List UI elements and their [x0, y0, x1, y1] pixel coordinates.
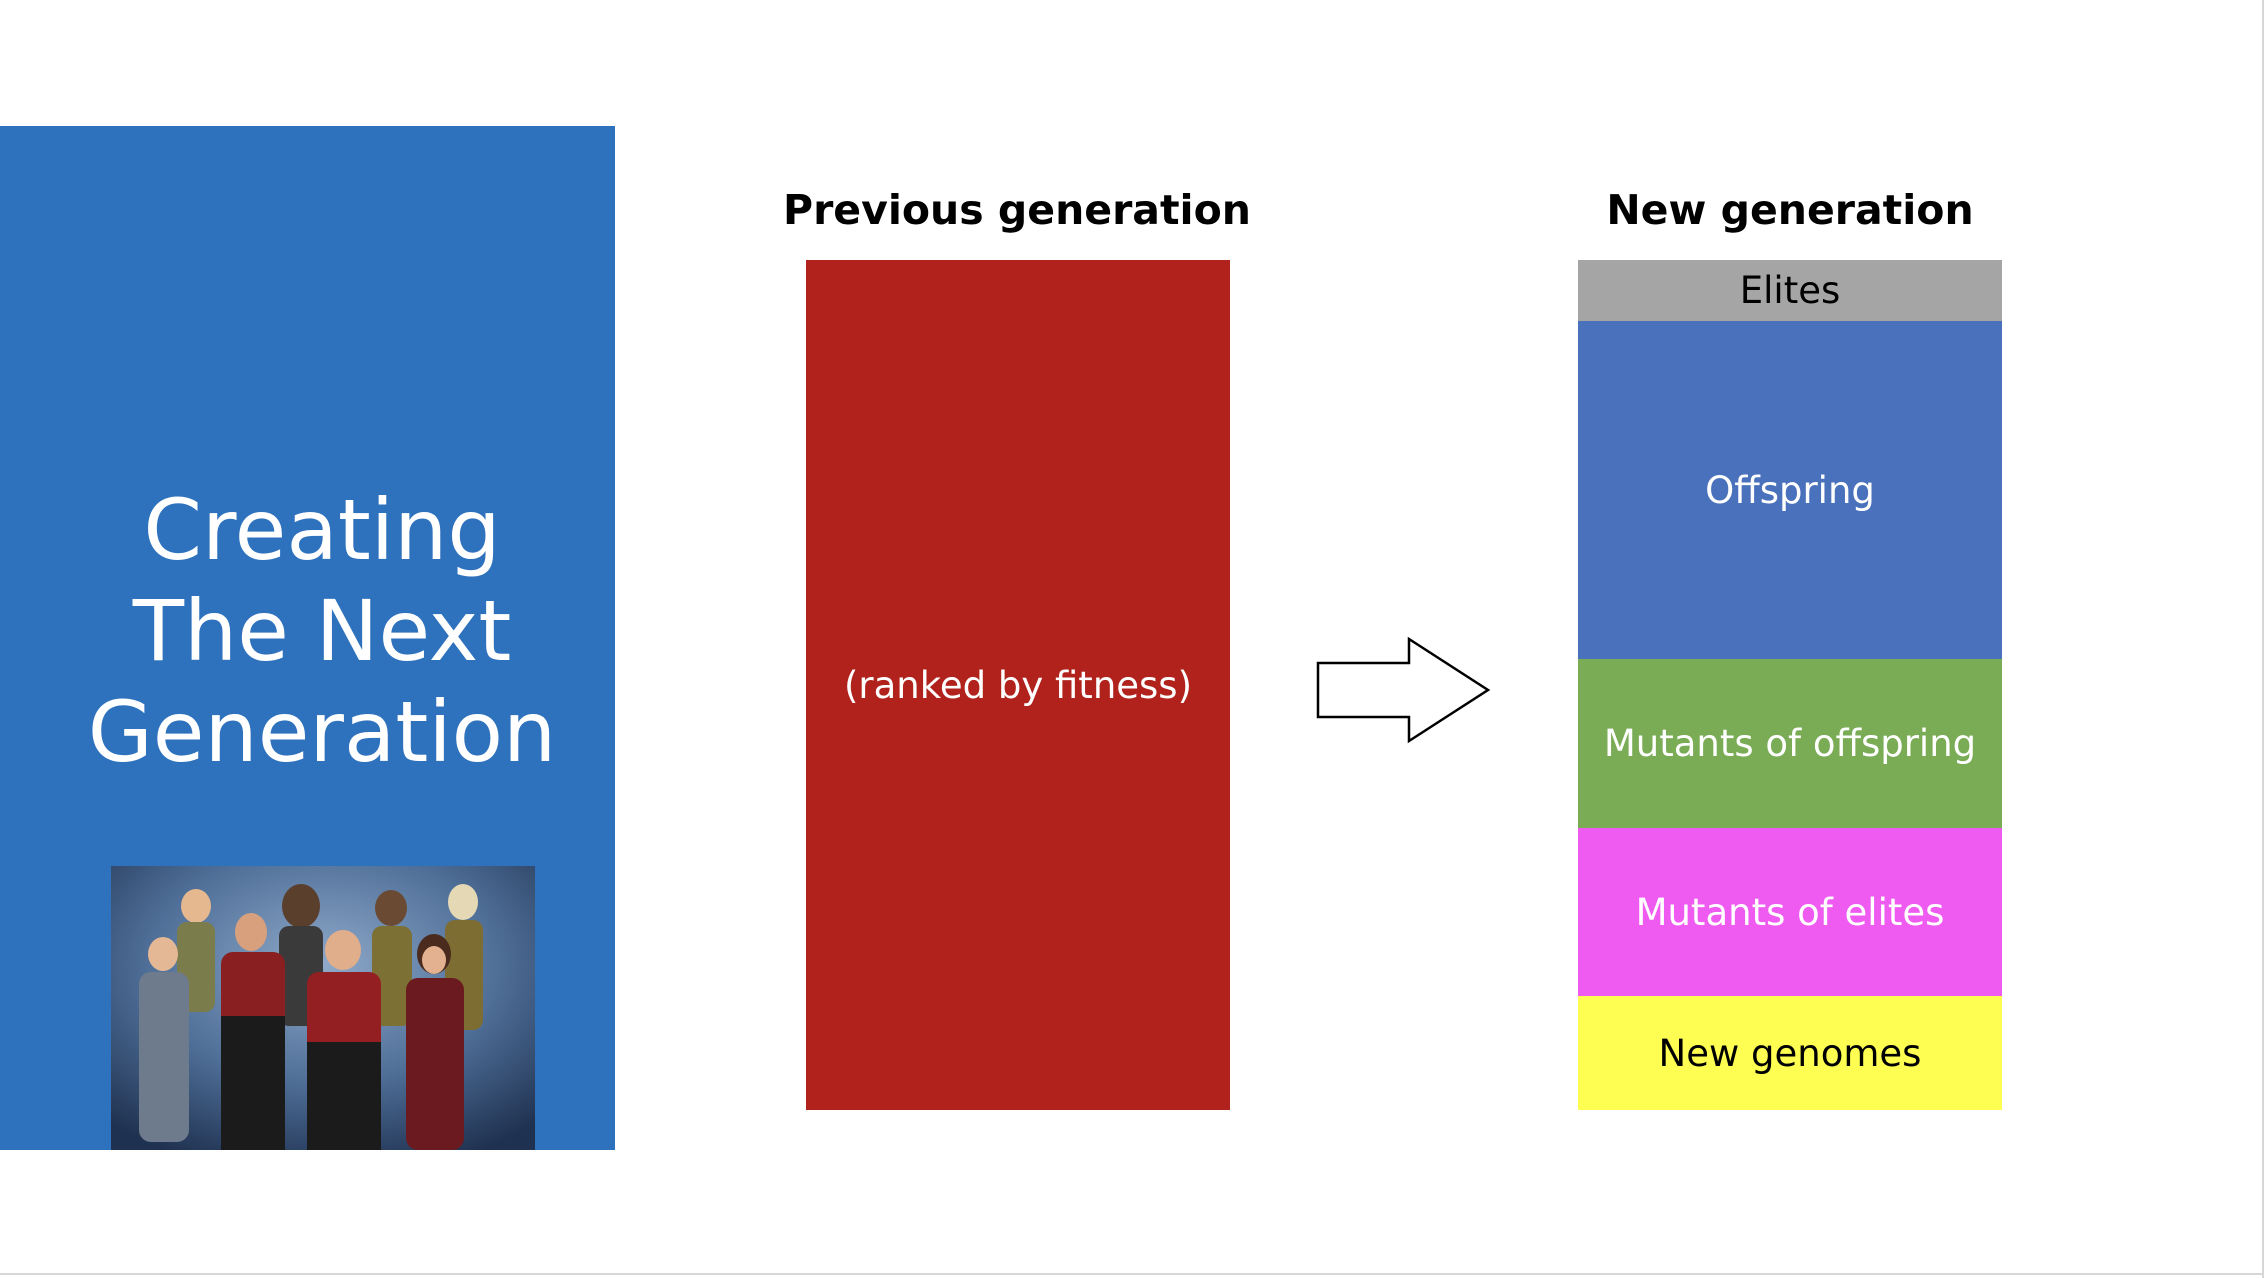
segment-mutants-of-elites: Mutants of elites — [1578, 828, 2002, 996]
previous-generation-label: (ranked by fitness) — [843, 663, 1193, 707]
previous-generation-title: Previous generation — [783, 186, 1251, 234]
new-generation-stack: Elites Offspring Mutants of offspring Mu… — [1578, 260, 2002, 1110]
slide-right-border — [2262, 0, 2264, 1278]
new-generation-title: New generation — [1606, 186, 1974, 234]
segment-mutants-of-elites-label: Mutants of elites — [1635, 890, 1945, 934]
right-arrow-icon — [1316, 636, 1492, 744]
segment-new-genomes: New genomes — [1578, 996, 2002, 1110]
segment-elites: Elites — [1578, 260, 2002, 321]
previous-generation-block: (ranked by fitness) — [806, 260, 1230, 1110]
slide-bottom-border — [0, 1273, 2262, 1275]
segment-mutants-of-offspring-label: Mutants of offspring — [1603, 722, 1977, 765]
slide-title: Creating The Next Generation — [87, 481, 557, 781]
segment-offspring: Offspring — [1578, 321, 2002, 659]
segment-offspring-label: Offspring — [1705, 468, 1875, 512]
segment-new-genomes-label: New genomes — [1658, 1031, 1922, 1075]
crew-photo — [111, 866, 535, 1150]
segment-mutants-of-offspring: Mutants of offspring — [1578, 659, 2002, 828]
segment-elites-label: Elites — [1739, 269, 1841, 312]
